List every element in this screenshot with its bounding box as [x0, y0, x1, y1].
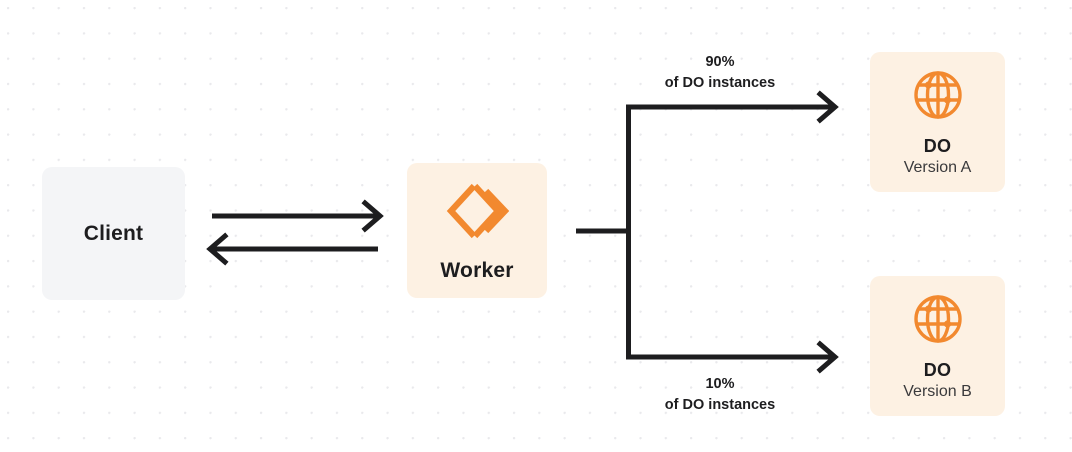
edge-worker-to-do-a	[626, 90, 839, 124]
node-worker[interactable]: Worker	[407, 163, 547, 298]
cloudflare-workers-chevron-icon	[445, 179, 509, 243]
node-do-b-label: DO	[923, 360, 952, 380]
edge-label-do-b-percent: 10%	[705, 376, 735, 392]
edge-worker-split-trunk	[576, 104, 631, 360]
node-do-a-version: Version A	[903, 159, 972, 176]
edge-label-do-b: 10% of DO instances	[612, 374, 828, 415]
edge-label-do-a-percent: 90%	[705, 54, 735, 70]
node-do-b-version: Version B	[903, 383, 972, 400]
edge-client-to-worker	[212, 199, 384, 233]
edge-label-do-a-text: of DO instances	[664, 74, 776, 91]
node-worker-label: Worker	[440, 258, 514, 282]
node-do-version-b[interactable]: DO Version B	[870, 276, 1005, 416]
globe-network-icon	[910, 67, 966, 123]
node-client-label: Client	[83, 221, 144, 245]
node-client[interactable]: Client	[42, 167, 185, 300]
node-do-a-label: DO	[923, 136, 952, 156]
globe-network-icon	[910, 291, 966, 347]
edge-worker-to-do-b	[626, 340, 839, 374]
node-do-version-a[interactable]: DO Version A	[870, 52, 1005, 192]
edge-label-do-b-text: of DO instances	[664, 396, 776, 413]
edge-label-do-a: 90% of DO instances	[612, 52, 828, 93]
edge-worker-to-client	[206, 232, 378, 266]
